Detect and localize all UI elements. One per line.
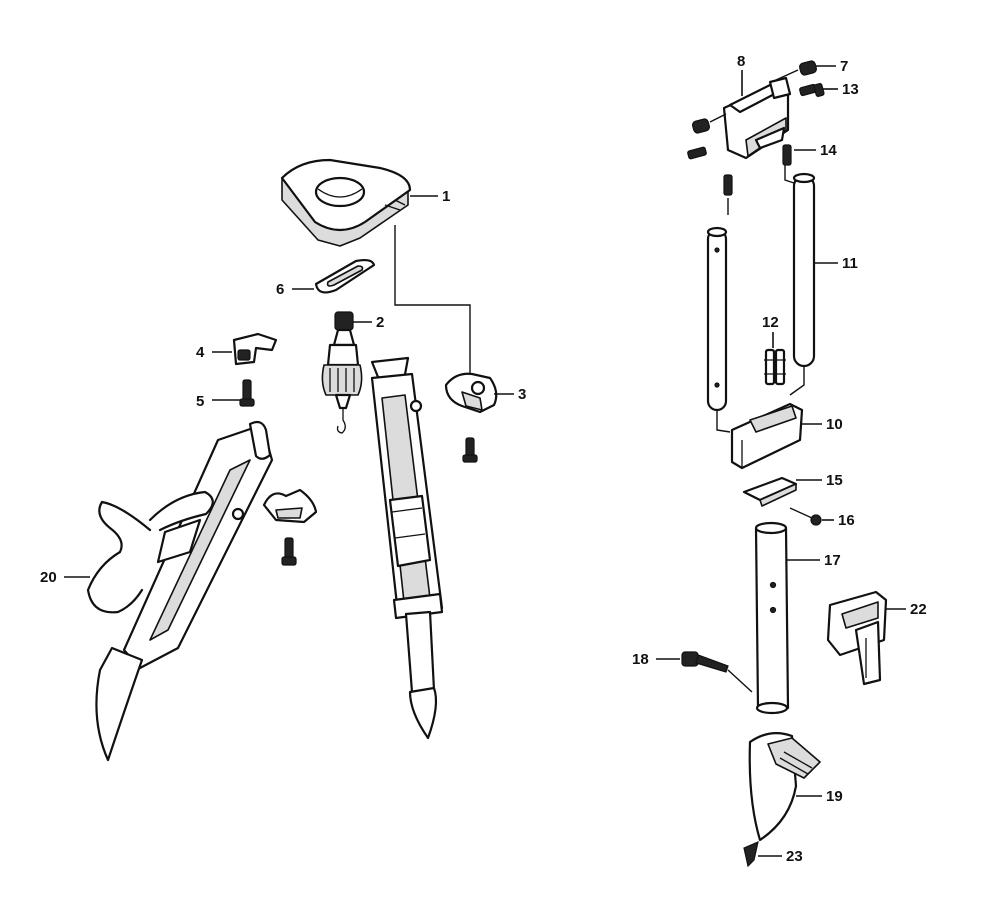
part-16-screw	[789, 507, 822, 526]
callout-7-label: 7	[840, 58, 848, 75]
callout-1-label: 1	[442, 188, 450, 205]
part-3-screw	[462, 437, 478, 463]
callout-5: 5	[196, 393, 240, 410]
part-4-second-clip	[262, 488, 318, 524]
callout-18-label: 18	[632, 651, 649, 668]
part-12-clip	[764, 348, 786, 386]
part-8-top-bracket	[722, 76, 792, 160]
callout-20-label: 20	[40, 569, 57, 586]
callout-1: 1	[410, 188, 450, 205]
callout-15-label: 15	[826, 472, 843, 489]
part-5-screw	[239, 379, 255, 407]
part-6-gasket	[314, 259, 376, 294]
part-10-lower-block	[730, 402, 804, 470]
callout-22-label: 22	[910, 601, 927, 618]
callout-12-label: 12	[762, 314, 779, 331]
part-15-plate	[742, 476, 798, 507]
callout-2: 2	[353, 314, 384, 331]
leader-7b	[709, 113, 727, 123]
callout-23-label: 23	[786, 848, 803, 865]
callout-11-label: 11	[842, 255, 858, 272]
part-17-lower-tube	[754, 521, 790, 715]
leader-7	[775, 69, 799, 81]
callout-20: 20	[40, 569, 90, 586]
part-3-hinge-bracket	[444, 372, 498, 414]
callout-17: 17	[787, 552, 841, 569]
callout-19: 19	[796, 788, 843, 805]
part-20-folded-leg	[86, 420, 274, 762]
callout-23: 23	[758, 848, 803, 865]
callout-18: 18	[632, 651, 680, 668]
callout-13-label: 13	[842, 81, 859, 98]
part-1-head-plate	[280, 158, 412, 247]
part-4-hinge-clip	[232, 332, 278, 366]
callout-12: 12	[762, 314, 779, 348]
part-19-foot	[748, 731, 821, 842]
part-5-second-screw	[281, 537, 297, 566]
callout-10-label: 10	[826, 416, 843, 433]
part-2-plumb-hook	[321, 311, 363, 434]
callout-14: 14	[794, 142, 837, 159]
callout-11: 11	[814, 255, 858, 272]
callout-2-label: 2	[376, 314, 384, 331]
callout-16: 16	[822, 512, 855, 529]
callout-6: 6	[276, 281, 314, 298]
callout-16-label: 16	[838, 512, 855, 529]
callout-17-label: 17	[824, 552, 841, 569]
part-18-bolt	[681, 651, 753, 693]
part-23-tip	[743, 840, 759, 868]
part-14-clip	[782, 144, 792, 166]
callout-8: 8	[737, 53, 745, 96]
callout-10: 10	[802, 416, 843, 433]
callout-13: 13	[822, 81, 859, 98]
callout-19-label: 19	[826, 788, 843, 805]
callout-8-label: 8	[737, 53, 745, 70]
part-14-second-clip	[723, 174, 733, 196]
leader-tubes-to-10	[716, 366, 805, 433]
part-11-tube-right	[792, 172, 816, 368]
leader-1-to-3	[394, 225, 471, 380]
part-7-cap	[799, 60, 817, 76]
part-22-clip-bracket	[826, 590, 888, 686]
part-13-second-screw	[687, 146, 707, 160]
callout-5-label: 5	[196, 393, 204, 410]
part-11-tube-left	[706, 226, 728, 412]
leg-center	[370, 356, 444, 740]
callout-15: 15	[796, 472, 843, 489]
callout-3-label: 3	[518, 386, 526, 403]
callout-22: 22	[886, 601, 927, 618]
part-13-screw	[799, 83, 825, 97]
callout-3: 3	[494, 386, 526, 403]
callout-6-label: 6	[276, 281, 284, 298]
callout-4-label: 4	[196, 344, 205, 361]
callout-14-label: 14	[820, 142, 837, 159]
callout-4: 4	[196, 344, 232, 361]
callout-7: 7	[816, 58, 848, 75]
part-7-second-cap	[692, 118, 710, 134]
